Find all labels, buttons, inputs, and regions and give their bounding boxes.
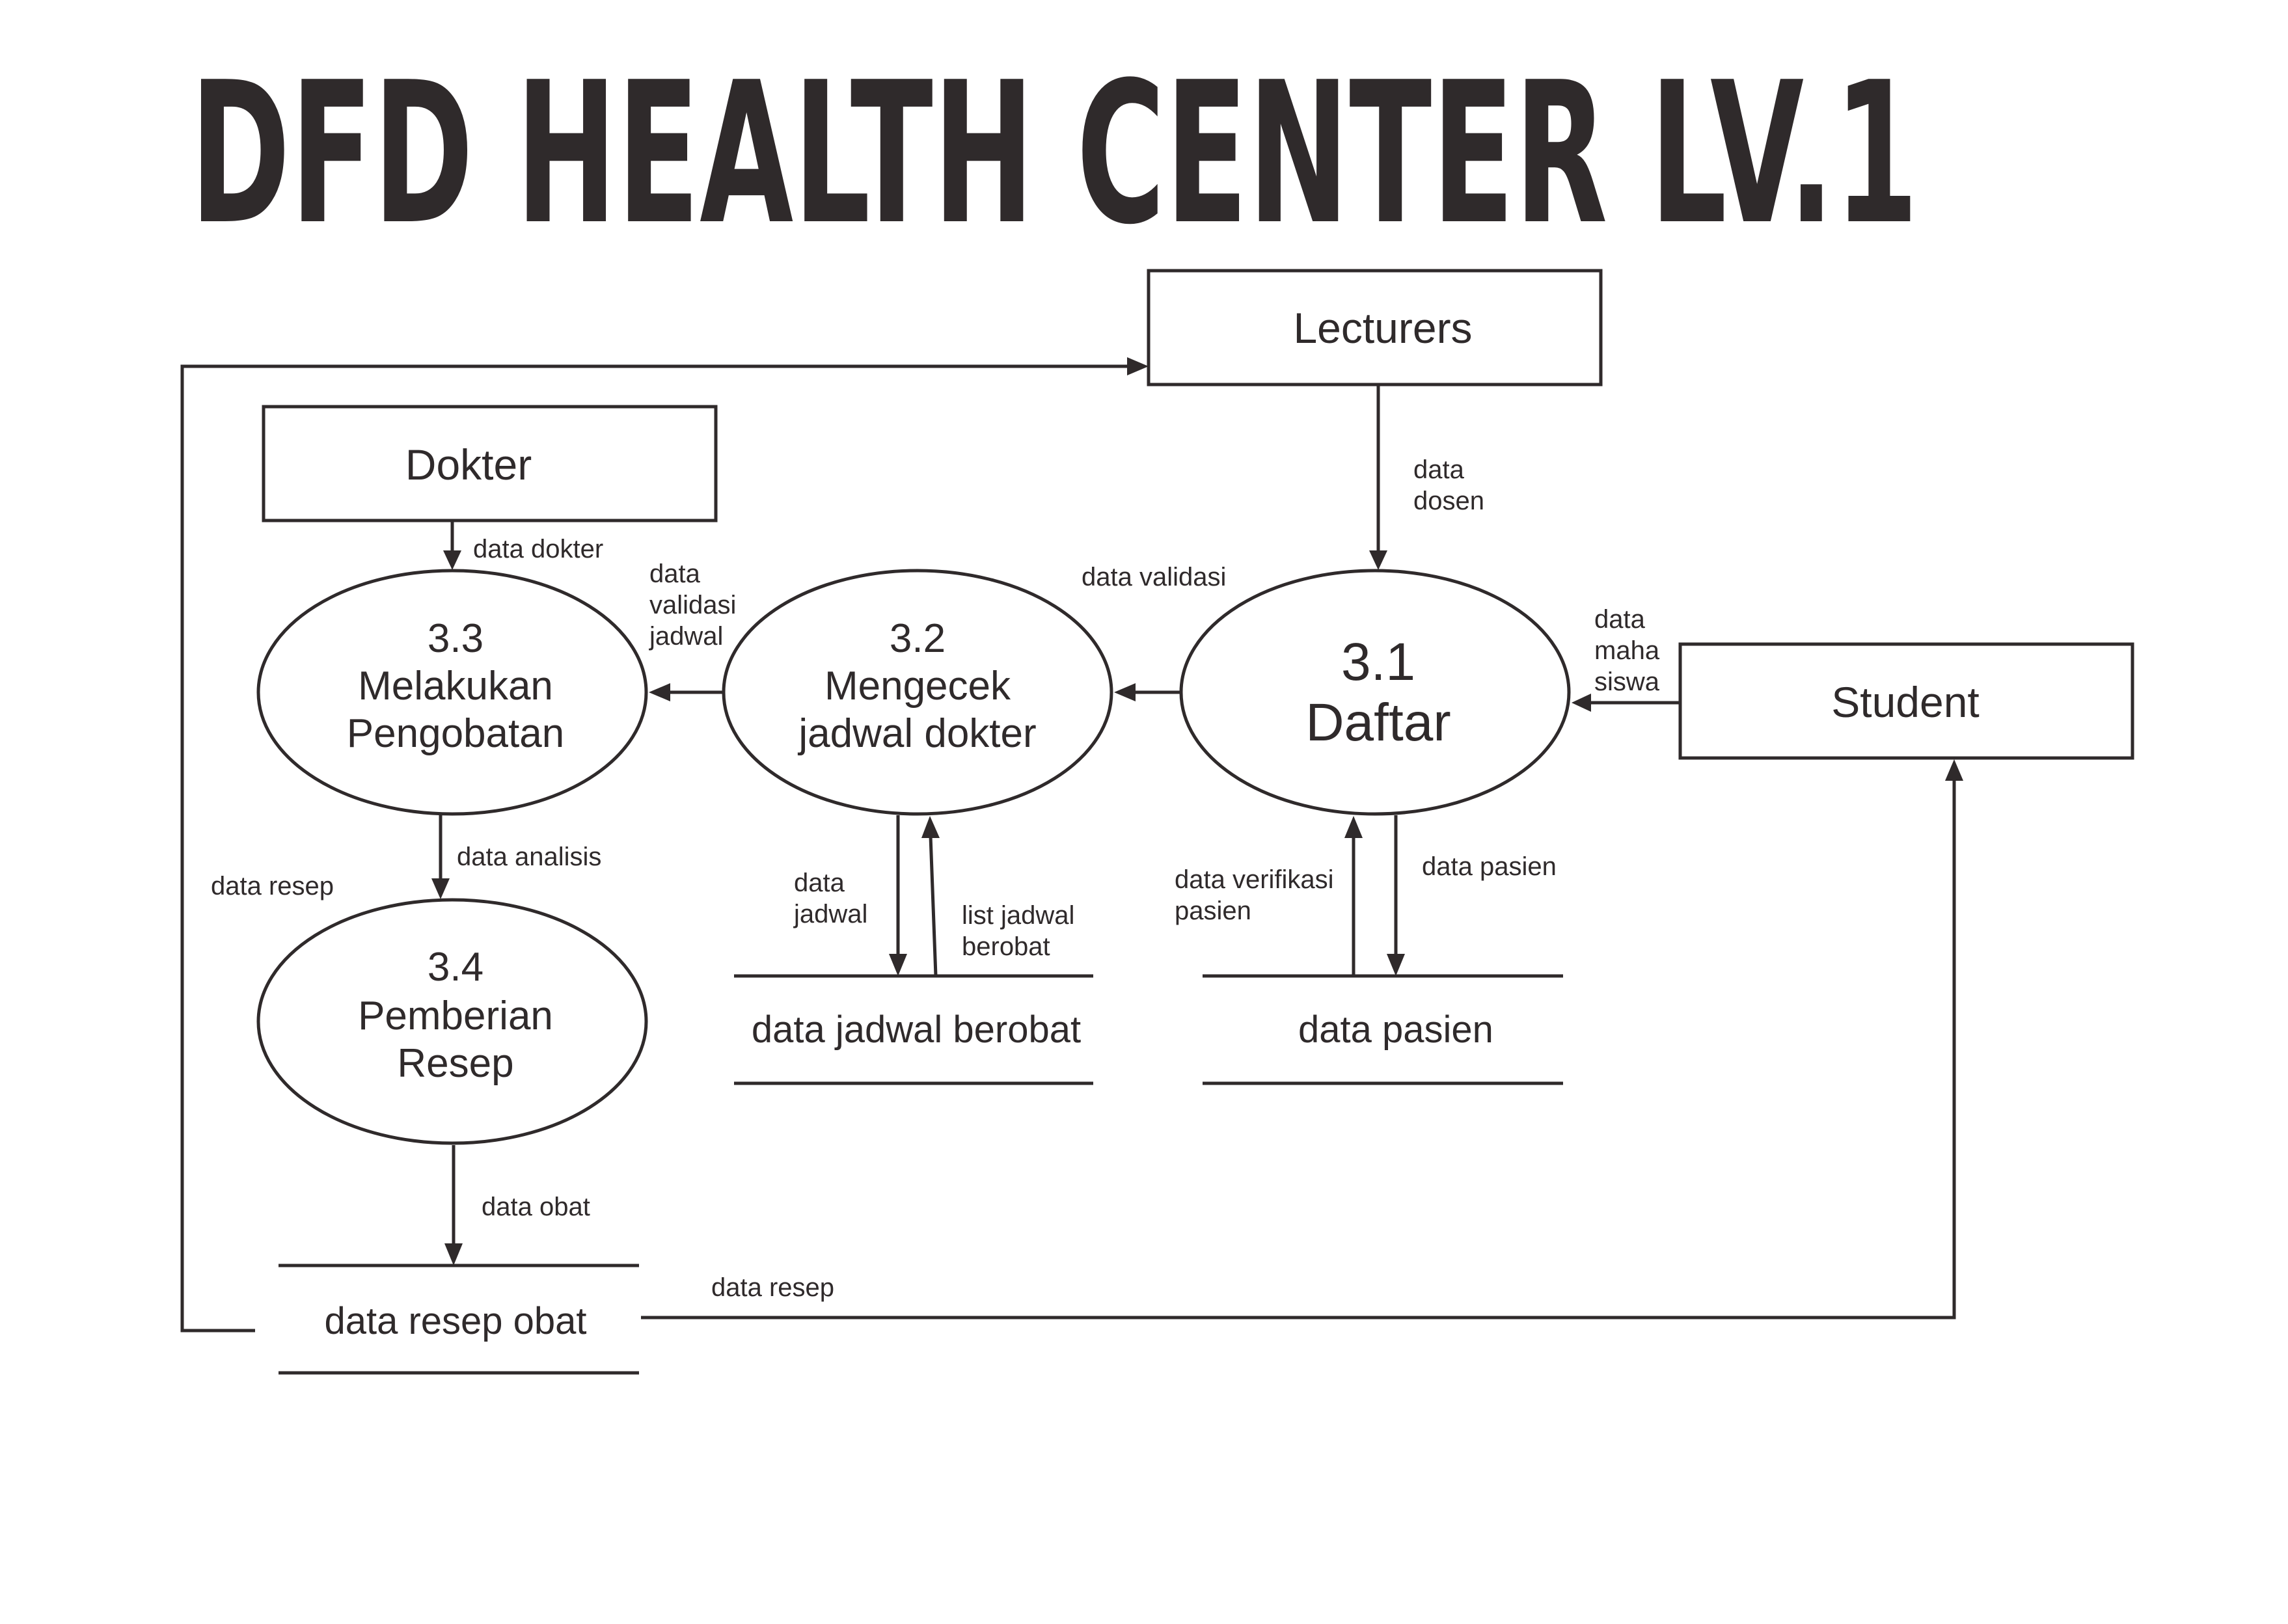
label-data-validasi-jadwal: data validasi jadwal — [649, 560, 744, 651]
process-3-3-melakukan-pengobatan: 3.3 Melakukan Pengobatan — [256, 569, 648, 816]
process-3-4-number: 3.4 — [428, 945, 483, 990]
label-data-pasien: data pasien — [1422, 852, 1557, 881]
process-3-2-line2: jadwal dokter — [797, 711, 1036, 756]
label-data-jadwal: data jadwal — [793, 869, 867, 928]
flow-labels: data dosen data maha siswa data validasi… — [211, 455, 1667, 1302]
flow-jadwal-store-to-mengecek — [929, 835, 938, 977]
store-data-pasien-label: data pasien — [1298, 1008, 1493, 1051]
diagram-title: DFD HEALTH CENTER LV.1 — [190, 40, 1918, 267]
entity-dokter-label: Dokter — [405, 440, 532, 489]
label-data-dokter: data dokter — [473, 535, 603, 563]
flow-resep-store-to-student — [641, 781, 1956, 1320]
process-3-3-line1: Melakukan — [358, 664, 553, 709]
process-3-1-daftar: 3.1 Daftar — [1179, 569, 1571, 816]
entity-lecturers: Lecturers — [1147, 269, 1603, 386]
flow-resep-store-to-lecturers — [180, 364, 1127, 1333]
entity-dokter: Dokter — [262, 405, 718, 522]
label-data-obat: data obat — [482, 1193, 590, 1221]
entity-student-label: Student — [1831, 678, 1980, 726]
process-3-2-number: 3.2 — [890, 616, 946, 661]
label-data-analisis: data analisis — [457, 843, 601, 871]
process-3-1-number: 3.1 — [1341, 632, 1415, 692]
store-data-resep-obat-label: data resep obat — [324, 1300, 586, 1342]
label-data-verifikasi-pasien: data verifikasi pasien — [1175, 865, 1341, 925]
process-3-4-line2: Resep — [397, 1041, 513, 1086]
entity-student: Student — [1678, 642, 2134, 760]
process-3-3-number: 3.3 — [428, 616, 483, 661]
label-list-jadwal-berobat: list jadwal berobat — [962, 901, 1082, 961]
process-3-2-line1: Mengecek — [824, 664, 1011, 709]
label-data-validasi: data validasi — [1082, 563, 1226, 591]
label-data-resep-left: data resep — [211, 872, 334, 900]
process-3-1-name: Daftar — [1305, 693, 1450, 752]
process-3-3-line2: Pengobatan — [347, 711, 564, 756]
process-3-4-line1: Pemberian — [358, 994, 553, 1038]
label-data-resep-bottom: data resep — [711, 1273, 834, 1302]
label-data-dosen: data dosen — [1413, 455, 1484, 515]
store-data-jadwal-berobat-label: data jadwal berobat — [752, 1008, 1081, 1051]
store-data-pasien: data pasien — [1203, 974, 1563, 1085]
process-3-2-mengecek-jadwal: 3.2 Mengecek jadwal dokter — [722, 569, 1113, 816]
flow-lines — [180, 357, 1963, 1333]
process-3-4-pemberian-resep: 3.4 Pemberian Resep — [256, 898, 648, 1145]
store-data-jadwal-berobat: data jadwal berobat — [734, 974, 1093, 1085]
store-data-resep-obat: data resep obat — [279, 1264, 639, 1375]
entity-lecturers-label: Lecturers — [1293, 304, 1472, 352]
label-data-maha-siswa: data maha siswa — [1594, 605, 1667, 696]
